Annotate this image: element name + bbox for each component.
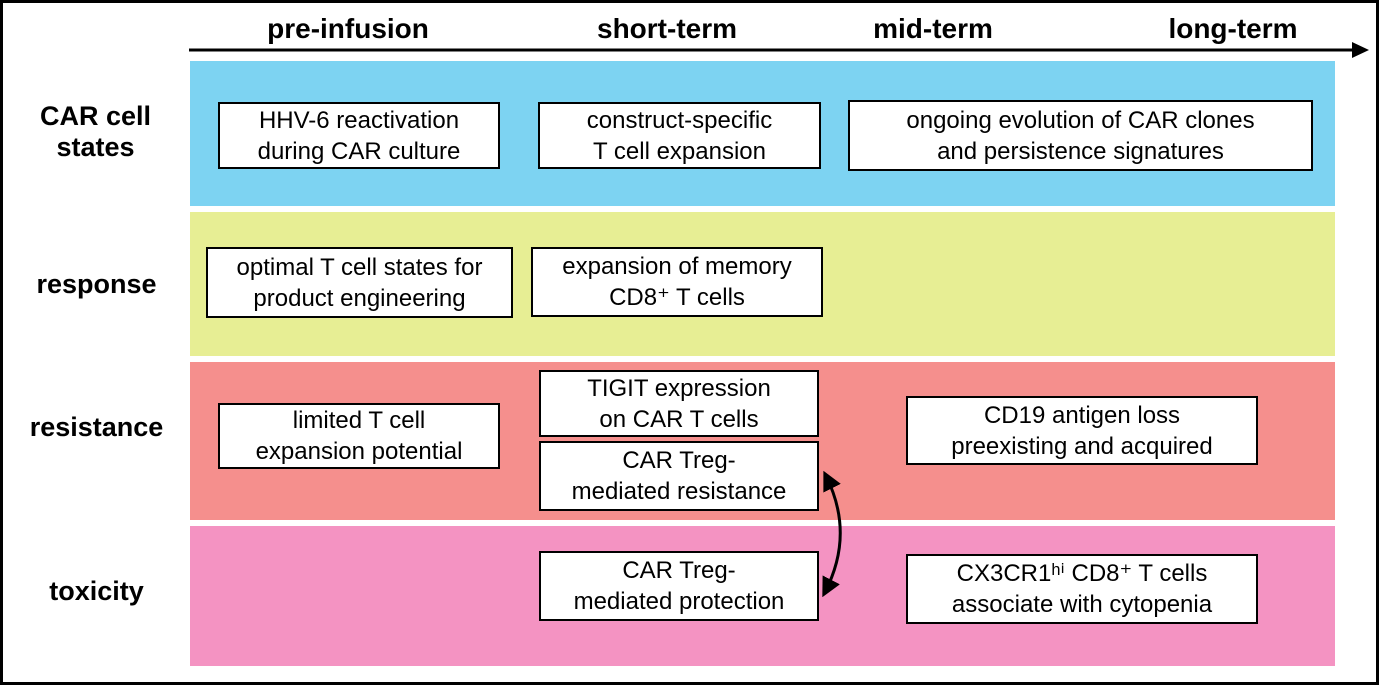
box-line: CX3CR1ʰⁱ CD8⁺ T cells — [956, 560, 1208, 587]
box-line: HHV-6 reactivation — [258, 106, 460, 134]
box-line: CD19 antigen loss — [983, 401, 1181, 429]
box-line: construct-specific — [586, 106, 773, 134]
box-hhv6-reactivation: HHV-6 reactivation during CAR culture — [218, 102, 500, 169]
box-cd19-antigen-loss: CD19 antigen loss preexisting and acquir… — [906, 396, 1258, 465]
box-line: associate with cytopenia — [951, 591, 1213, 618]
box-line: mediated resistance — [571, 478, 787, 505]
row-label-response: response — [36, 269, 157, 299]
box-line: CAR Treg- — [622, 447, 736, 474]
box-cx3cr1-cd8-cytopenia: CX3CR1ʰⁱ CD8⁺ T cells associate with cyt… — [906, 554, 1258, 624]
box-line: T cell expansion — [593, 137, 766, 165]
box-line: CAR Treg- — [622, 557, 736, 584]
box-line: optimal T cell states for — [236, 253, 483, 281]
box-line: limited T cell — [292, 407, 426, 434]
box-line: CD8⁺ T cells — [609, 284, 745, 311]
box-expansion-memory-cd8: expansion of memory CD8⁺ T cells — [531, 247, 823, 317]
box-line: on CAR T cells — [599, 405, 759, 433]
box-ongoing-evolution-car-clones: ongoing evolution of CAR clones and pers… — [848, 100, 1313, 171]
timeline-label-pre-infusion: pre-infusion — [267, 13, 429, 44]
box-line: and persistence signatures — [937, 137, 1224, 165]
box-car-treg-mediated-resistance: CAR Treg- mediated resistance — [539, 441, 819, 511]
box-tigit-expression: TIGIT expression on CAR T cells — [539, 370, 819, 437]
row-label-resistance: resistance — [29, 412, 164, 442]
timeline-label-long-term: long-term — [1168, 13, 1298, 44]
timeline-label-mid-term: mid-term — [873, 13, 993, 44]
box-line: during CAR culture — [257, 137, 461, 165]
box-line: expansion potential — [255, 438, 463, 465]
row-label-toxicity: toxicity — [49, 576, 144, 606]
box-car-treg-mediated-protection: CAR Treg- mediated protection — [539, 551, 819, 621]
box-construct-specific-expansion: construct-specific T cell expansion — [538, 102, 821, 169]
box-line: expansion of memory — [562, 253, 792, 280]
box-limited-t-cell-expansion: limited T cell expansion potential — [218, 403, 500, 469]
timeline-label-short-term: short-term — [596, 13, 738, 44]
box-line: preexisting and acquired — [951, 432, 1213, 460]
box-line: TIGIT expression — [587, 374, 771, 402]
row-label-car-cell-states: CAR cell states — [39, 101, 152, 162]
box-line: ongoing evolution of CAR clones — [906, 106, 1255, 134]
box-optimal-t-cell-states: optimal T cell states for product engine… — [206, 247, 513, 318]
box-line: product engineering — [253, 284, 466, 312]
box-line: mediated protection — [573, 588, 785, 615]
